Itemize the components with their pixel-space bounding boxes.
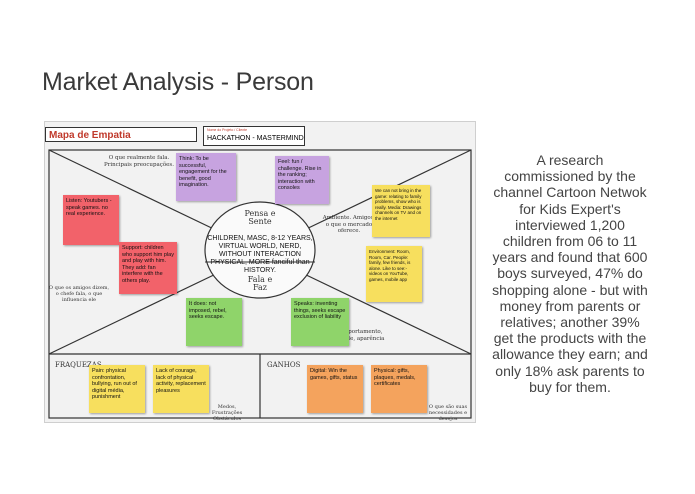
note-does-not: It does: not imposed, rebel, seeks escap… [186, 298, 242, 346]
label-environment: Ambiente. Amigos, o que o mercado oferec… [322, 215, 376, 234]
note-courage: Lack of courage, lack of physical activi… [153, 365, 209, 413]
note-speaks: Speaks: inventing things, seeks escape e… [291, 298, 349, 346]
project-box: Nome do Projeto / Cliente HACKATHON - MA… [203, 126, 305, 146]
note-listen: Listen: Youtubers - speak games. no real… [63, 195, 119, 245]
note-pain: Pain: physical confrontation, bullying, … [89, 365, 145, 413]
label-weaknesses: FRAQUEZAS [55, 361, 102, 369]
slide-description: A research commissioned by the channel C… [492, 152, 648, 395]
label-gains: GANHOS [267, 361, 301, 369]
center-bottom-label: Fala e Faz [247, 275, 273, 292]
label-think-feel: O que realmente fala. Principais preocup… [104, 155, 174, 168]
label-behavior: Comportamento, atitude, aparência [333, 329, 385, 342]
note-feel: Feel: fun / challenge. Rise in the ranki… [275, 156, 329, 204]
empathy-map: Mapa de Empatia Nome do Projeto / Client… [44, 121, 476, 423]
note-cant-bring: We can not bring in the game: relating t… [372, 185, 430, 237]
note-physical: Physical: gifts, plaques, medals, certif… [371, 365, 427, 413]
center-top-label: Pensa e Sente [244, 209, 276, 226]
project-box-label: Nome do Projeto / Cliente [207, 128, 248, 132]
empathy-map-title: Mapa de Empatia [45, 127, 197, 142]
center-text: CHILDREN, MASC, 8-12 YEARS, VIRTUAL WORL… [207, 235, 313, 274]
map-lines [48, 149, 472, 419]
note-digital: Digital: Win the games, gifts, status [307, 365, 363, 413]
label-friends: O que os amigos dizem, o chefe fala, o q… [48, 285, 110, 303]
slide-title: Market Analysis - Person [42, 68, 314, 96]
project-box-value: HACKATHON - MASTERMIND [207, 135, 304, 142]
note-support: Support: children who support him play a… [119, 242, 177, 294]
note-environment: Environment: Room, Room, Car. People: fa… [366, 246, 422, 302]
label-fears: Medos, Frustrações Obstáculos [211, 404, 243, 422]
label-needs: O que são suas necessidades e desejos [428, 404, 468, 422]
note-think: Think: To be successful, engagement for … [176, 153, 236, 201]
